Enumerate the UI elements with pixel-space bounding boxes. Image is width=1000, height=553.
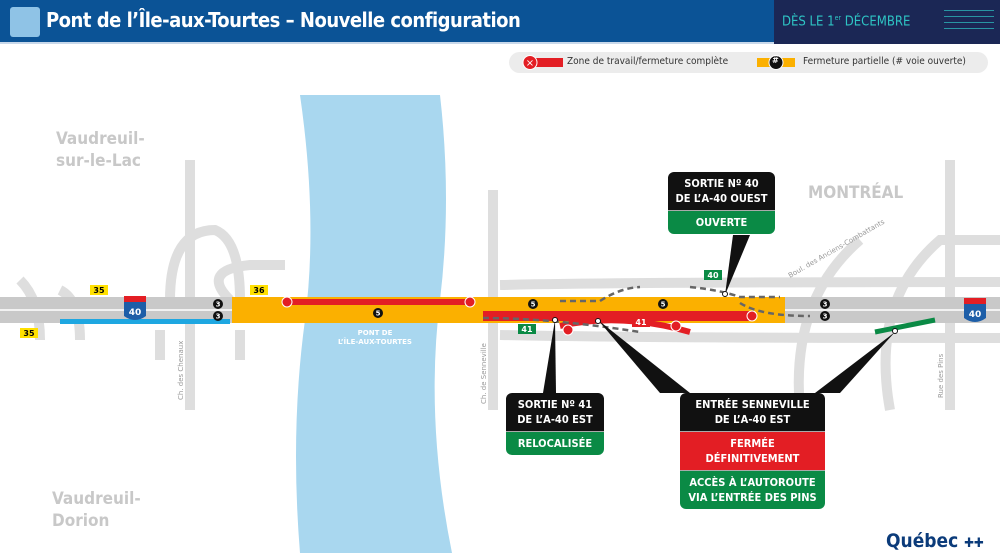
lane-count: 3 [823,313,828,321]
closure-zone-bridge [287,299,472,305]
lane-count: 5 [661,301,666,309]
legend-partial-closure: Fermeture partielle (# voie ouverte) [803,56,966,67]
a40-shield-east: 40 [964,298,986,322]
effective-date: DÈS LE 1er DÉCEMBRE [782,14,911,30]
lane-count: 5 [376,310,381,318]
status-open: OUVERTE [668,210,775,234]
river [296,95,452,553]
closure-zone-east [483,311,753,321]
street-senneville: Ch. de Senneville [480,343,488,404]
quebec-logo: Québec ✚✚ [886,530,984,552]
open-ramp [874,317,936,335]
page-title: Pont de l’Île-aux-Tourtes – Nouvelle con… [46,8,521,32]
city-montreal: MONTRÉAL [808,183,904,203]
closure-markers [281,296,758,336]
svg-text:×: × [526,58,534,69]
status-relocated: RELOCALISÉE [506,431,604,455]
a40-shield-west: 40 [124,296,146,320]
date-panel: DÈS LE 1er DÉCEMBRE [774,0,1000,44]
closure-legend-icon: × [522,55,563,70]
legend-symbol: # [772,56,779,66]
city-vaudreuil-dorion: Vaudreuil-Dorion [52,489,141,531]
city-vaudreuil-sur-le-lac: Vaudreuil-sur-le-Lac [56,129,145,171]
decorative-lines [944,10,994,36]
lane-count-markers [213,299,830,321]
street-pins: Rue des Pins [937,353,945,398]
partial-legend-icon [757,55,795,70]
bridge-label: L’ÎLE-AUX-TOURTES [338,337,412,346]
header: Pont de l’Île-aux-Tourtes – Nouvelle con… [0,0,1000,44]
reserved-lane [60,319,230,324]
lane-count: 3 [216,301,221,309]
exit-40: 40 [707,271,719,280]
exit-35: 35 [23,329,35,338]
exit-41: 41 [521,325,533,334]
legend: × Zone de travail/fermeture complète # F… [509,52,988,73]
svg-text:40: 40 [969,310,982,320]
street-chenaux: Ch. des Chenaux [177,341,185,400]
lane-count: 3 [216,313,221,321]
legend-full-closure: Zone de travail/fermeture complète [567,56,729,67]
road-work-icon [10,7,40,37]
lane-count: 3 [823,301,828,309]
lane-count: 5 [531,301,536,309]
svg-text:40: 40 [129,308,142,318]
callout-pointers [543,235,895,393]
secondary-roads [16,160,1000,411]
exit-41: 41 [635,318,647,327]
exit-35: 35 [93,286,105,295]
bridge-label: PONT DE [358,329,393,337]
exit-36: 36 [253,286,265,295]
